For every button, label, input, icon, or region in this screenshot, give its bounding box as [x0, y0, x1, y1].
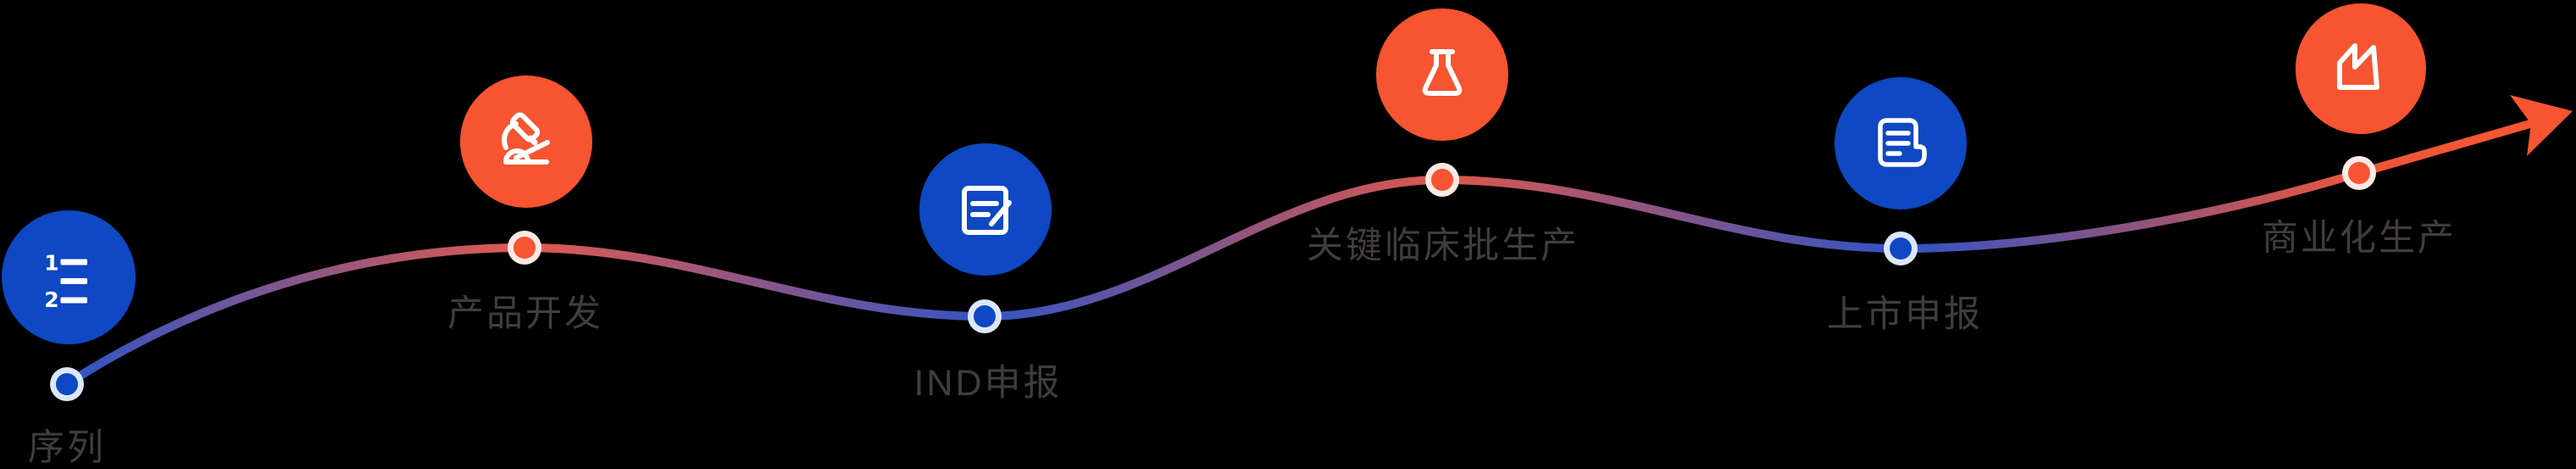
- node-marker-dot: [514, 237, 536, 259]
- node-marker-dot: [2348, 162, 2370, 184]
- node-label: 关键临床批生产: [1307, 226, 1579, 266]
- node-circle: [1376, 8, 1508, 141]
- node-label: 序列: [28, 427, 106, 468]
- node-marker-dot: [56, 373, 78, 395]
- node-label: 商业化生产: [2262, 218, 2457, 259]
- list-number-1: 1: [44, 251, 58, 276]
- node-label: 上市申报: [1827, 294, 1983, 335]
- timeline-node-sequence: 1 2 序列: [2, 210, 136, 468]
- timeline-node-market-application: 上市申报: [1827, 77, 1983, 335]
- list-number-2: 2: [44, 288, 58, 312]
- microscope-icon: [502, 112, 550, 165]
- node-label: IND申报: [913, 363, 1062, 404]
- timeline-node-ind-filing: IND申报: [913, 143, 1062, 404]
- node-circle: [2296, 3, 2426, 134]
- node-circle: [919, 143, 1052, 276]
- document-edit-icon: [962, 186, 1012, 235]
- numbered-list-icon: 1 2: [44, 251, 87, 312]
- node-marker-dot: [1431, 169, 1453, 191]
- node-circle: [2, 210, 136, 344]
- timeline-node-product-development: 产品开发: [447, 75, 603, 334]
- report-icon: [1878, 118, 1927, 167]
- flask-icon: [1422, 49, 1463, 96]
- node-circle: [460, 75, 592, 208]
- node-label: 产品开发: [447, 293, 603, 334]
- arrowhead-icon: [2510, 95, 2573, 156]
- timeline-curve: [63, 118, 2540, 388]
- node-marker-dot: [974, 305, 996, 327]
- node-marker-dot: [1890, 237, 1912, 260]
- timeline-node-clinical-batch: 关键临床批生产: [1307, 8, 1579, 266]
- factory-icon: [2337, 43, 2379, 90]
- timeline-node-commercial-production: 商业化生产: [2262, 3, 2457, 259]
